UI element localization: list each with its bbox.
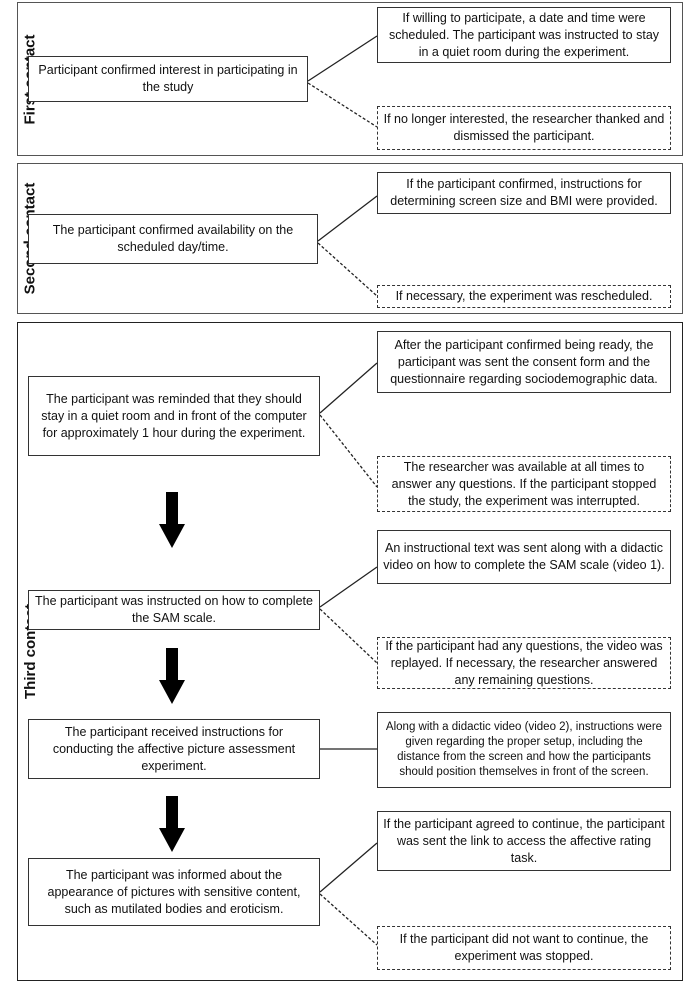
step2-yes-text: An instructional text was sent along wit… <box>383 541 665 572</box>
step3-main-box: The participant received instructions fo… <box>28 719 320 779</box>
step2-main-text: The participant was instructed on how to… <box>35 594 313 625</box>
step1-yes-box: After the participant confirmed being re… <box>377 331 671 393</box>
step4-main-text: The participant was informed about the a… <box>47 867 301 916</box>
step1-yes-text: After the participant confirmed being re… <box>390 337 658 386</box>
down-arrow-icon <box>159 796 185 852</box>
step3-main-text: The participant received instructions fo… <box>52 724 296 773</box>
step4-no-text: If the participant did not want to conti… <box>399 932 649 963</box>
step4-no-box: If the participant did not want to conti… <box>377 926 671 970</box>
second-no-box: If necessary, the experiment was resched… <box>377 285 671 308</box>
step2-main-box: The participant was instructed on how to… <box>28 590 320 630</box>
step1-main-box: The participant was reminded that they s… <box>28 376 320 456</box>
step2-no-text: If the participant had any questions, th… <box>385 638 663 687</box>
second-yes-box: If the participant confirmed, instructio… <box>377 172 671 214</box>
step4-yes-text: If the participant agreed to continue, t… <box>383 816 665 865</box>
step2-no-box: If the participant had any questions, th… <box>377 637 671 689</box>
step4-yes-box: If the participant agreed to continue, t… <box>377 811 671 871</box>
step1-main-text: The participant was reminded that they s… <box>41 391 307 440</box>
first-yes-text: If willing to participate, a date and ti… <box>388 10 660 59</box>
first-main-text: Participant confirmed interest in partic… <box>38 63 298 94</box>
first-no-box: If no longer interested, the researcher … <box>377 106 671 150</box>
step1-no-box: The researcher was available at all time… <box>377 456 671 512</box>
down-arrow-icon <box>159 492 185 548</box>
step4-main-box: The participant was informed about the a… <box>28 858 320 926</box>
step2-yes-box: An instructional text was sent along wit… <box>377 530 671 584</box>
second-main-box: The participant confirmed availability o… <box>28 214 318 264</box>
second-no-text: If necessary, the experiment was resched… <box>395 289 653 303</box>
down-arrow-icon <box>159 648 185 704</box>
step3-side-text: Along with a didactic video (video 2), i… <box>385 721 663 778</box>
first-yes-box: If willing to participate, a date and ti… <box>377 7 671 63</box>
step1-no-text: The researcher was available at all time… <box>391 459 657 508</box>
second-main-text: The participant confirmed availability o… <box>52 223 294 254</box>
step3-side-box: Along with a didactic video (video 2), i… <box>377 712 671 788</box>
second-yes-text: If the participant confirmed, instructio… <box>390 177 658 208</box>
first-no-text: If no longer interested, the researcher … <box>383 112 665 143</box>
first-main-box: Participant confirmed interest in partic… <box>28 56 308 102</box>
